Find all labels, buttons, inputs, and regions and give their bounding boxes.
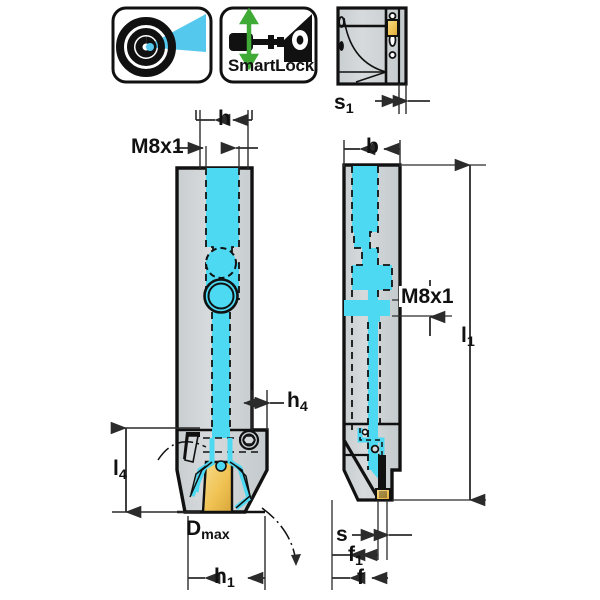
dimension-label-h: h [218,107,231,130]
dimension-label-f1: f1 [348,543,363,569]
dimension-label-m8x1-side: M8x1 [399,285,456,308]
dimension-label-s1: s1 [334,91,354,117]
side-view [331,140,486,590]
dimension-label-h4: h4 [287,389,308,415]
dimension-label-f: f [357,566,364,589]
dimension-label-dmax: Dmax [186,517,230,543]
smartlock-icon [219,6,318,84]
dimension-label-b: b [366,135,379,158]
dimension-label-l4: l4 [113,457,127,483]
smartlock-label: SmartLock [228,56,315,75]
top-end-view [336,6,430,114]
dimension-label-s: s [336,523,348,546]
front-view [110,110,301,590]
dimension-label-h1: h1 [214,565,235,591]
precision-coolant-icon [111,6,213,84]
dimension-label-m8x1-front: M8x1 [131,135,184,158]
dimension-label-l1: l1 [461,324,475,350]
